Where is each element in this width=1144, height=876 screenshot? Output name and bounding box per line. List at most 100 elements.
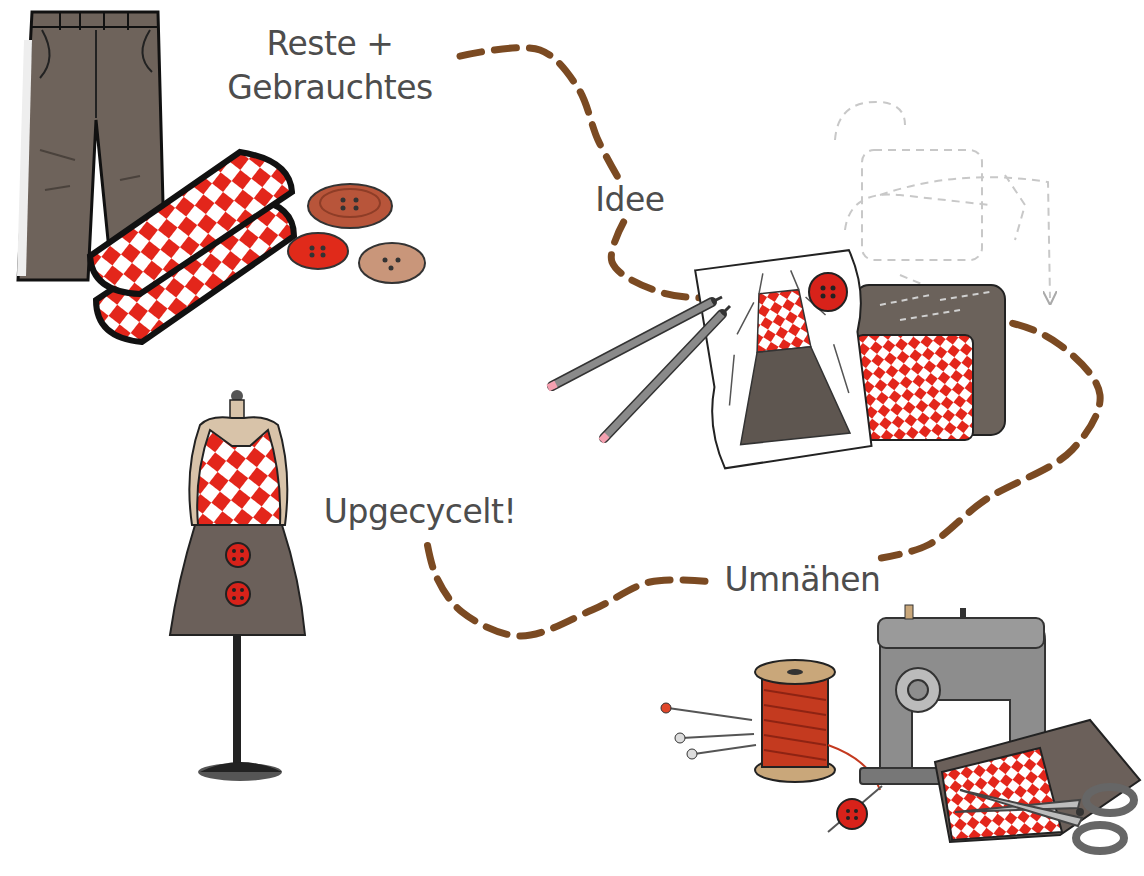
scissors	[1076, 808, 1084, 816]
pencils	[712, 297, 722, 302]
buttons	[396, 258, 401, 263]
sewing-machine	[878, 618, 1044, 648]
buttons	[341, 206, 346, 211]
buttons	[321, 253, 326, 258]
fabric-piece	[942, 748, 1062, 840]
buttons	[310, 246, 315, 251]
stage-label-text: Upgecycelt!	[295, 490, 545, 534]
stage-label-text: Idee	[570, 178, 690, 222]
thread-spool	[762, 675, 828, 767]
dress-form	[240, 596, 244, 600]
pencils	[601, 435, 607, 441]
needle-and-button	[828, 786, 882, 832]
sketch-paper	[716, 266, 849, 406]
buttons	[320, 189, 380, 217]
dress-form	[170, 525, 305, 635]
fabric-swatch	[855, 335, 973, 440]
dress-form	[240, 549, 244, 553]
needle-and-button	[854, 809, 858, 813]
stage-label: Idee	[570, 178, 690, 222]
sketch-paper	[751, 289, 811, 352]
dress-form	[198, 763, 282, 781]
sewing-machine	[960, 608, 966, 619]
jeans	[40, 30, 152, 118]
needle-and-button	[846, 809, 850, 813]
dress-form	[233, 635, 241, 765]
buttons	[288, 233, 348, 269]
jeans	[60, 12, 128, 30]
pins	[694, 745, 756, 754]
pencils	[548, 384, 556, 388]
buttons	[308, 184, 392, 228]
dashed-connector	[460, 48, 618, 178]
buttons	[310, 253, 315, 258]
dress-form	[189, 417, 287, 525]
stage-label: Upgecycelt!	[295, 490, 545, 534]
fabric-swatch	[880, 292, 990, 320]
pins	[661, 703, 671, 713]
buttons	[359, 243, 425, 283]
sketch-paper	[831, 294, 836, 299]
stage-label: Reste + Gebrauchtes	[200, 22, 460, 110]
sketch-paper	[695, 249, 877, 469]
sketch-paper	[809, 273, 847, 311]
buttons	[288, 184, 425, 283]
sketch-paper	[821, 286, 826, 291]
sewing-machine	[905, 605, 913, 619]
fabric-stack	[90, 152, 292, 294]
pattern-sketch-lines	[845, 194, 990, 230]
dress-form	[232, 596, 236, 600]
pins	[661, 703, 756, 759]
buttons	[321, 246, 326, 251]
pattern-sketch-lines	[880, 177, 1050, 298]
pins	[668, 708, 752, 720]
needle-and-button	[854, 816, 858, 820]
fabric-stack	[90, 152, 294, 342]
dress-form	[240, 588, 244, 592]
pins	[682, 734, 754, 738]
pencils	[604, 314, 722, 438]
sketch-paper	[695, 249, 877, 469]
stage-label-text: Reste + Gebrauchtes	[200, 22, 460, 110]
stage-label: Umnähen	[705, 558, 900, 602]
pattern-sketch-lines	[1005, 175, 1025, 240]
needle-and-button	[837, 799, 867, 829]
pins	[687, 749, 697, 759]
needle-and-button	[828, 786, 882, 832]
thread-spool	[755, 660, 835, 684]
dress-form	[240, 557, 244, 561]
sewing-machine	[896, 668, 940, 712]
dress-form	[226, 543, 250, 567]
scissors	[1086, 787, 1134, 813]
dress-form	[232, 557, 236, 561]
pattern-sketch-lines	[835, 102, 1050, 310]
fabric-swatch	[855, 285, 1005, 440]
pattern-sketch-lines	[835, 102, 905, 140]
thread-spool	[764, 690, 826, 760]
stage-label-text: Umnähen	[705, 558, 900, 602]
pencils	[604, 314, 722, 438]
pins	[675, 733, 685, 743]
jeans	[40, 150, 140, 190]
dress-form	[170, 390, 305, 781]
jeans	[17, 40, 32, 276]
pencils	[548, 297, 730, 441]
pencils	[722, 306, 730, 314]
jeans	[32, 26, 158, 28]
sketch-paper	[731, 344, 850, 445]
pattern-sketch-lines	[862, 150, 982, 260]
sketch-paper	[821, 294, 826, 299]
dress-form	[226, 582, 250, 606]
dress-form	[197, 430, 280, 525]
buttons	[389, 266, 394, 271]
scissors	[1076, 825, 1124, 851]
thread-spool	[787, 669, 803, 675]
buttons	[354, 206, 359, 211]
dress-form	[232, 549, 236, 553]
dashed-connector	[611, 222, 1100, 558]
scissors	[955, 787, 1134, 851]
buttons	[341, 198, 346, 203]
